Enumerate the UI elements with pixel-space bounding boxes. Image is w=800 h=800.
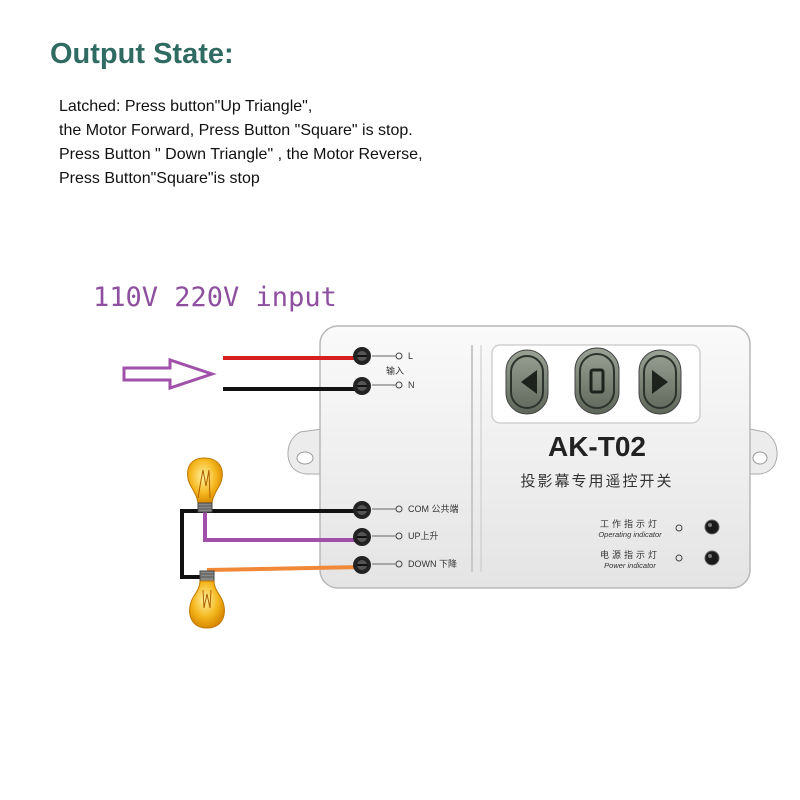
description-line: Press Button " Down Triangle" , the Moto… bbox=[59, 146, 423, 163]
operating-indicator-cn: 工作指示灯 bbox=[600, 518, 660, 530]
stop-square-button[interactable] bbox=[574, 347, 620, 415]
description: Latched: Press button"Up Triangle", the … bbox=[59, 95, 423, 191]
input-voltage-label: 110V 220V input bbox=[93, 282, 337, 313]
indicator-dot bbox=[675, 524, 683, 532]
terminal-screw bbox=[353, 501, 371, 519]
operating-indicator-en: Operating indicator bbox=[598, 530, 662, 539]
up-wire bbox=[203, 512, 362, 542]
terminal-down-label: DOWN 下降 bbox=[408, 558, 457, 569]
bulb-up-icon bbox=[187, 457, 223, 513]
description-line: the Motor Forward, Press Button "Square"… bbox=[59, 122, 413, 139]
model-label: AK-T02 bbox=[548, 431, 646, 462]
bulb-down-icon bbox=[189, 570, 225, 629]
description-line: Press Button"Square"is stop bbox=[59, 170, 260, 187]
page-title: Output State: bbox=[50, 38, 234, 70]
left-triangle-button[interactable] bbox=[505, 349, 549, 415]
terminal-com-label: COM 公共端 bbox=[408, 503, 459, 514]
terminal-l-label: L bbox=[408, 351, 413, 361]
indicator-dot bbox=[675, 554, 683, 562]
description-line: Latched: Press button"Up Triangle", bbox=[59, 98, 313, 115]
terminal-screw bbox=[353, 347, 371, 365]
square-icon bbox=[589, 368, 605, 394]
led-reflection bbox=[708, 554, 712, 558]
power-indicator-led bbox=[704, 550, 720, 566]
terminal-screw bbox=[353, 377, 371, 395]
input-arrow-icon bbox=[122, 357, 217, 391]
mount-hole-right bbox=[752, 451, 768, 465]
terminal-screw bbox=[353, 556, 371, 574]
mounting-ear-right bbox=[744, 427, 778, 475]
com-wire bbox=[180, 509, 362, 579]
down-wire bbox=[206, 565, 363, 572]
terminal-n-label: N bbox=[408, 380, 415, 390]
power-indicator-cn: 电源指示灯 bbox=[600, 549, 660, 561]
operating-indicator-led bbox=[704, 519, 720, 535]
terminal-up-label: UP上升 bbox=[408, 531, 439, 541]
terminal-input-label: 输入 bbox=[386, 365, 404, 376]
mount-hole-left bbox=[296, 451, 314, 465]
right-triangle-button[interactable] bbox=[638, 349, 682, 415]
device-name-cn: 投影幕专用遥控开关 bbox=[520, 472, 673, 490]
left-triangle-icon bbox=[521, 370, 537, 394]
terminal-screw bbox=[353, 528, 371, 546]
right-triangle-icon bbox=[652, 370, 668, 394]
led-reflection bbox=[708, 523, 712, 527]
power-indicator-en: Power indicator bbox=[604, 561, 656, 570]
